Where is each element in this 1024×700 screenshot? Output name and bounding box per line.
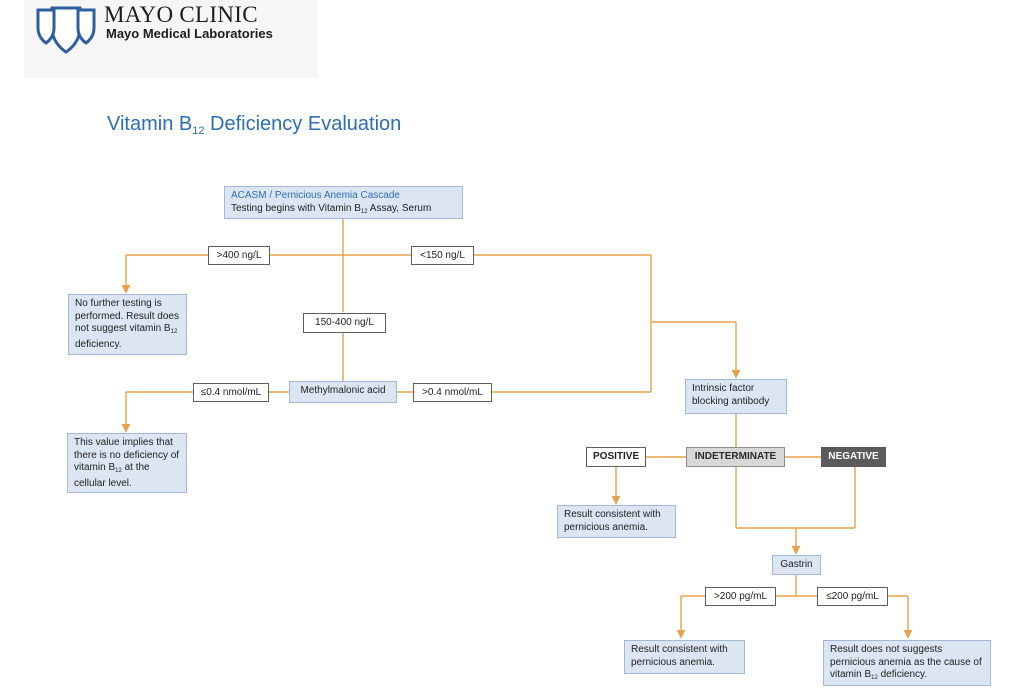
gastrin-box: Gastrin (772, 555, 821, 575)
mma-high-label: >0.4 nmol/mL (413, 383, 492, 402)
no-deficiency-box: This value implies that there is no defi… (67, 433, 187, 493)
no-further-testing-box: No further testing is performed. Result … (68, 294, 187, 355)
mma-low-label: ≤0.4 nmol/mL (193, 383, 269, 402)
gastrin-low-result-box: Result does not suggests pernicious anem… (823, 640, 991, 686)
gastrin-high-label: >200 pg/mL (705, 587, 776, 606)
gastrin-low-label: ≤200 pg/mL (817, 587, 888, 606)
positive-result-box: Result consistent with pernicious anemia… (557, 505, 676, 538)
positive-label: POSITIVE (586, 447, 646, 467)
start-box-text: Testing begins with Vitamin B12 Assay, S… (231, 202, 432, 215)
ifba-box: Intrinsic factor blocking antibody (685, 379, 787, 414)
start-box-title: ACASM / Pernicious Anemia Cascade (231, 190, 400, 201)
page-title: Vitamin B12 Deficiency Evaluation (107, 113, 402, 137)
b12-low-label: <150 ng/L (411, 246, 474, 265)
mayo-shields-icon (36, 6, 96, 54)
b12-high-label: >400 ng/L (208, 246, 270, 265)
gastrin-high-result-box: Result consistent with pernicious anemia… (624, 640, 745, 674)
b12-mid-label: 150-400 ng/L (303, 313, 386, 333)
logo-title: MAYO CLINIC (104, 2, 258, 27)
logo-subtitle: Mayo Medical Laboratories (106, 26, 273, 41)
indeterminate-label: INDETERMINATE (686, 447, 785, 467)
negative-label: NEGATIVE (821, 447, 886, 467)
start-box: ACASM / Pernicious Anemia Cascade Testin… (224, 186, 463, 219)
mma-box: Methylmalonic acid (289, 381, 397, 403)
logo-area: MAYO CLINIC Mayo Medical Laboratories (24, 0, 318, 78)
